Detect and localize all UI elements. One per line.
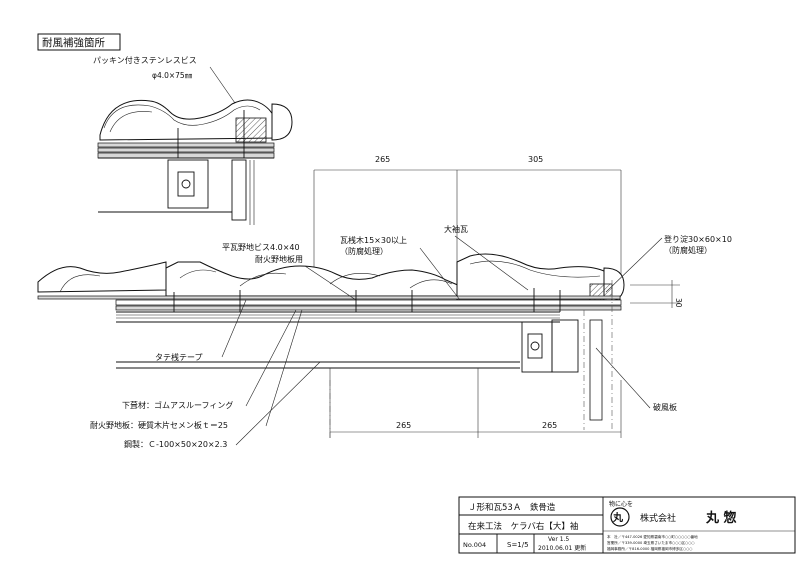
screw-name-label: パッキン付きステンレスビス <box>93 55 197 65</box>
top-tile-profile <box>99 99 276 141</box>
drawing-date: 2010.06.01 更新 <box>538 544 586 552</box>
callout-flat-screw-sub: 耐火野地板用 <box>255 254 303 264</box>
callout-batten-sub: （防腐処理） <box>340 246 388 256</box>
company-logo-char: 丸 <box>612 511 624 524</box>
callout-tape: タテ桟テープ <box>155 352 203 362</box>
dim-bottom-left: 265 <box>396 421 411 430</box>
material-sheathing: 耐火野地板：硬質木片セメン板ｔ＝25 <box>90 420 228 430</box>
callout-large-tile: 大袖瓦 <box>444 224 468 234</box>
title-row1: Ｊ形和瓦53Ａ 鉄骨造 <box>468 502 556 513</box>
title-row2: 在来工法 ケラバ右【大】袖 <box>468 521 578 532</box>
material-underlay: 下葺材：ゴムアスルーフィング <box>122 400 233 410</box>
dim-right-vertical: 30 <box>674 298 683 308</box>
materials-list: 下葺材：ゴムアスルーフィング 耐火野地板：硬質木片セメン板ｔ＝25 鋼製：Ｃ-1… <box>90 309 321 449</box>
top-board-2 <box>97 147 275 153</box>
drawing-scale: S=1/5 <box>507 541 529 549</box>
address-line-1: 本 社／〒447-0026 愛知県碧南市○○町○○○○○番地 <box>607 534 698 539</box>
detail-title-text: 耐風補強箇所 <box>42 36 105 49</box>
top-bracket <box>167 159 209 209</box>
top-board-1 <box>97 142 275 148</box>
detail-title-box: 耐風補強箇所 <box>37 33 121 51</box>
callouts: 平瓦野地ビス4.0×40 耐火野地板用 瓦桟木15×30以上 （防腐処理） 大袖… <box>155 224 732 412</box>
dim-top-right: 305 <box>528 155 543 164</box>
title-block: Ｊ形和瓦53Ａ 鉄骨造 在来工法 ケラバ右【大】袖 No.004 S=1/5 V… <box>458 496 796 554</box>
top-board-3 <box>97 152 275 159</box>
callout-batten: 瓦桟木15×30以上 <box>340 235 407 245</box>
callout-flat-screw: 平瓦野地ビス4.0×40 <box>222 242 300 252</box>
company-slogan: 物に心を <box>609 500 633 508</box>
callout-nobori: 登り淀30×60×10 <box>664 234 732 244</box>
callout-barge: 破風板 <box>653 402 677 412</box>
top-hatched-batten <box>235 117 267 143</box>
top-detail: パッキン付きステンレスビス φ4.0×75㎜ <box>93 55 293 225</box>
top-roll-end <box>271 103 293 141</box>
company-prefix: 株式会社 <box>640 512 676 524</box>
screw-size-label: φ4.0×75㎜ <box>152 71 193 80</box>
barge-board-shape <box>589 319 603 421</box>
main-section: 265 305 30 <box>37 155 683 440</box>
address-line-3: 福岡事務所／〒816-0000 福岡県福岡市博多区○○○ <box>607 546 692 551</box>
dim-top-left: 265 <box>375 155 390 164</box>
drawing-number: No.004 <box>463 541 486 549</box>
company-name: 丸 惣 <box>705 510 737 526</box>
callout-nobori-sub: （防腐処理） <box>664 245 712 255</box>
address-line-2: 営業所／〒339-0000 埼玉県さいたま市○○○区○○○ <box>607 540 694 545</box>
main-tile-row <box>165 261 461 297</box>
material-steel: 鋼製：Ｃ-100×50×20×2.3 <box>124 439 227 449</box>
drawing-version: Ver 1.5 <box>548 536 569 543</box>
dim-bottom-right: 265 <box>542 421 557 430</box>
company-logo-icon <box>610 507 630 527</box>
